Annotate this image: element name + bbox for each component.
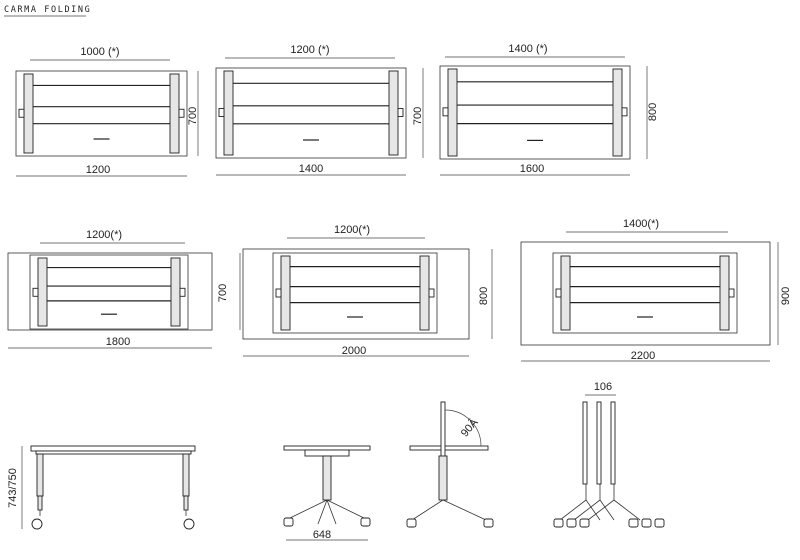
plan-left-hinge [32,287,39,297]
elevation-4-wheel-2 [566,518,577,528]
elevation-1-left-leg-lower [37,495,43,511]
elevation-4-stacked-top-1 [582,401,588,485]
elevation-4-wheel-1 [553,518,564,528]
plan-1-top-dimension: 1000 (*) [80,46,119,58]
elevation-1-left-wheel [31,518,43,530]
plan-outline [552,252,738,334]
elevation-1-apron [35,450,192,455]
elevation-3-table-top-flat [409,445,489,451]
plan-left-leg [560,255,571,331]
plan-left-leg [223,70,234,156]
elevation-2-mechanism [304,449,350,457]
elevation-3-base-arms [411,499,487,521]
elevation-1-casters [39,510,187,516]
plan-view-6: 1400(*) 2200 900 [520,218,792,362]
elevation-height-dimension: 743/750 [7,468,19,508]
plan-right-leg [170,257,181,327]
plan-right-leg [612,68,623,157]
elevation-1-table-top [30,445,196,452]
elevation-1-right-leg [182,453,190,497]
plan-view-3: 1400 (*) 1600 800 [439,43,659,176]
plan-outline [439,65,631,160]
plan-right-hinge [428,288,435,298]
plan-6-side-dimension: 900 [780,287,792,305]
plan-4-bottom-dimension: 1800 [106,336,130,348]
elevation-1-right-wheel [183,518,195,530]
plan-6-table-top [520,241,771,346]
elevation-base-width-dimension: 648 [313,529,331,541]
plan-view-5: 1200(*) 2000 800 [242,224,493,357]
plan-outline [215,67,407,159]
plan-left-hinge [275,288,282,298]
plan-left-leg [23,73,34,154]
plan-left-leg [447,68,458,157]
plan-2-side-dimension: 700 [412,107,424,125]
plan-3-bottom-dimension: 1600 [520,163,544,175]
plan-left-leg [37,257,48,327]
elevation-2-wheel-right [360,517,371,527]
elevation-4-wheel-4 [628,518,639,528]
elevation-3-wheel-left [406,518,417,528]
sheet-title: CARMA FOLDING [4,5,91,15]
plan-5-table-top [242,248,470,340]
plan-right-leg [388,70,399,156]
elevation-4-wheel-3 [579,518,590,528]
plan-view-4: 1200(*) 1800 700 [7,229,241,349]
elevation-3-wheel-right [483,518,494,528]
elevation-nested-view: 106 [553,381,665,528]
plan-right-leg [169,73,180,154]
plan-left-hinge [18,108,25,118]
plan-right-hinge [179,287,186,297]
plan-view-1: 1000 (*) 1200 700 [15,46,199,177]
plan-1-side-dimension: 700 [187,107,199,125]
plan-left-leg [280,255,291,331]
plan-outline [29,254,189,330]
plan-3-side-dimension: 800 [647,103,659,121]
plan-left-hinge [555,288,562,298]
plan-left-hinge [442,107,449,117]
elevation-1-left-leg [36,453,44,497]
plan-5-bottom-dimension: 2000 [342,345,366,357]
elevation-2-wheel-left [283,517,294,527]
elevation-3-angle-arc [444,409,482,447]
elevation-stack-depth-dimension: 106 [594,381,612,393]
elevation-2-base-arms [289,499,365,525]
plan-4-side-dimension: 700 [217,284,229,302]
elevation-angle-dimension: 90Â [458,416,481,440]
plan-right-hinge [728,288,735,298]
elevation-3-column [438,455,448,501]
plan-2-top-dimension: 1200 (*) [290,44,329,56]
plan-2-bottom-dimension: 1400 [299,163,323,175]
elevation-4-stacked-top-2 [596,401,602,485]
plan-view-2: 1200 (*) 1400 700 [215,44,424,176]
elevation-end-view: 648 [283,445,371,541]
plan-outline [15,70,188,157]
elevation-side-view: 743/750 [7,445,196,530]
plan-3-top-dimension: 1400 (*) [508,43,547,55]
elevation-4-base-arms [559,484,641,521]
plan-6-top-dimension: 1400(*) [623,218,659,230]
plan-right-leg [419,255,430,331]
elevation-2-column [322,455,332,501]
plan-4-top-dimension: 1200(*) [86,229,122,241]
elevation-4-wheel-5 [641,518,652,528]
plan-1-bottom-dimension: 1200 [86,164,110,176]
elevation-folding-view: 90Â [406,401,494,528]
elevation-1-right-leg-lower [183,495,189,511]
plan-right-hinge [178,108,185,118]
plan-4-table-top [7,252,213,331]
plan-outline [272,252,438,334]
plan-right-hinge [397,108,404,117]
plan-left-hinge [218,108,225,117]
elevation-2-table-top [283,445,371,451]
plan-right-leg [719,255,730,331]
plan-5-side-dimension: 800 [478,287,490,305]
elevation-4-wheel-6 [654,518,665,528]
plan-6-bottom-dimension: 2200 [631,350,655,362]
elevation-4-stacked-top-3 [610,401,616,485]
plan-right-hinge [621,107,628,117]
plan-5-top-dimension: 1200(*) [334,224,370,236]
